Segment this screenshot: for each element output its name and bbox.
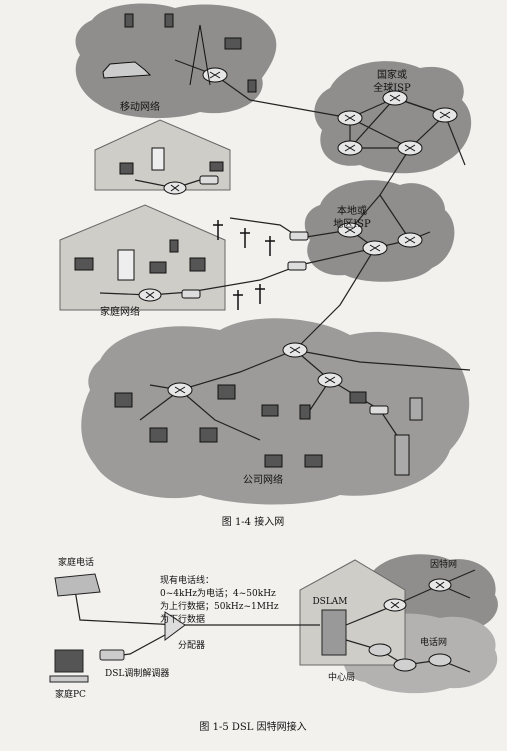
laptop-icon <box>304 454 323 468</box>
fridge-icon <box>151 147 165 171</box>
home-pc-icon <box>54 649 84 673</box>
pc-icon <box>114 392 133 408</box>
router <box>202 67 228 83</box>
home-phone-label: 家庭电话 <box>58 556 94 568</box>
modem <box>369 405 389 415</box>
modem <box>287 261 307 271</box>
line-label-4: 为下行数据 <box>160 613 205 625</box>
devices <box>74 13 423 476</box>
home-network-house <box>59 204 226 311</box>
router <box>167 382 193 398</box>
router <box>337 140 363 156</box>
pc-icon <box>217 384 236 400</box>
server-icon <box>394 434 410 476</box>
routers <box>138 67 458 398</box>
car-icon <box>102 61 152 79</box>
dsl-modem-label: DSL调制解调器 <box>105 667 169 679</box>
router <box>163 181 187 195</box>
router <box>138 288 162 302</box>
home-network-label: 家庭网络 <box>100 305 140 318</box>
phone-network-label: 电话网 <box>420 636 447 648</box>
pc-icon <box>149 427 168 443</box>
dslam-rack <box>321 609 347 656</box>
laptop-icon <box>224 37 242 50</box>
modem <box>199 175 219 185</box>
figure-1-4-caption: 图 1-4 接入网 <box>222 515 284 528</box>
phone-switch <box>368 643 392 657</box>
phone-icon <box>169 239 179 253</box>
central-office-label: 中心局 <box>328 671 355 683</box>
phone-icon <box>164 13 174 28</box>
phone-icon <box>124 13 134 28</box>
splitter-label: 分配器 <box>178 640 205 651</box>
pc-icon <box>199 427 218 443</box>
local-isp-cloud <box>304 180 455 282</box>
laptop-icon <box>261 404 279 417</box>
laptop-icon <box>349 391 367 404</box>
line-label-1: 现有电话线： <box>160 574 214 586</box>
phone-switch <box>428 653 452 667</box>
enterprise-network-label: 公司网络 <box>243 473 283 486</box>
router <box>337 110 363 126</box>
local-isp-label-2: 地区ISP <box>333 217 371 230</box>
router <box>397 140 423 156</box>
figure-1-5-caption: 图 1-5 DSL 因特网接入 <box>199 720 306 733</box>
modems <box>181 175 389 415</box>
modem <box>289 231 309 241</box>
router <box>382 90 408 106</box>
internet-label: 因特网 <box>430 558 457 570</box>
local-isp-label-1: 本地或 <box>337 204 367 217</box>
home-pc-label: 家庭PC <box>55 688 86 700</box>
router <box>432 107 458 123</box>
fridge-icon <box>117 249 135 281</box>
router <box>428 578 452 592</box>
national-isp-label-1: 国家或 <box>377 68 407 81</box>
pc-icon <box>119 162 134 175</box>
line-label-2: 0~4kHz为电话；4~50kHz <box>160 587 276 599</box>
tablet-icon <box>299 404 311 420</box>
phone-switch <box>393 658 417 672</box>
line-label-3: 为上行数据；50kHz~1MHz <box>160 600 279 612</box>
mobile-network-label: 移动网络 <box>120 100 160 113</box>
router <box>337 222 363 238</box>
router <box>397 232 423 248</box>
national-isp-label-2: 全球ISP <box>373 81 411 94</box>
router <box>282 342 308 358</box>
phone-icon <box>247 79 257 93</box>
router <box>383 598 407 612</box>
server-icon <box>409 397 423 421</box>
laptop-icon <box>74 257 94 271</box>
splitter-icon <box>164 611 186 641</box>
pc-icon <box>189 257 206 272</box>
laptop-icon <box>209 161 224 172</box>
laptop-icon <box>264 454 283 468</box>
laptop-icon <box>149 261 167 274</box>
utility-poles <box>213 220 275 310</box>
router <box>362 240 388 256</box>
tower-icon <box>189 24 211 86</box>
dslam-label: DSLAM <box>312 597 347 607</box>
router <box>317 372 343 388</box>
keyboard-icon <box>49 675 89 683</box>
modem <box>181 289 201 299</box>
dsl-modem-icon <box>99 649 125 661</box>
telephone-icon <box>54 573 101 597</box>
